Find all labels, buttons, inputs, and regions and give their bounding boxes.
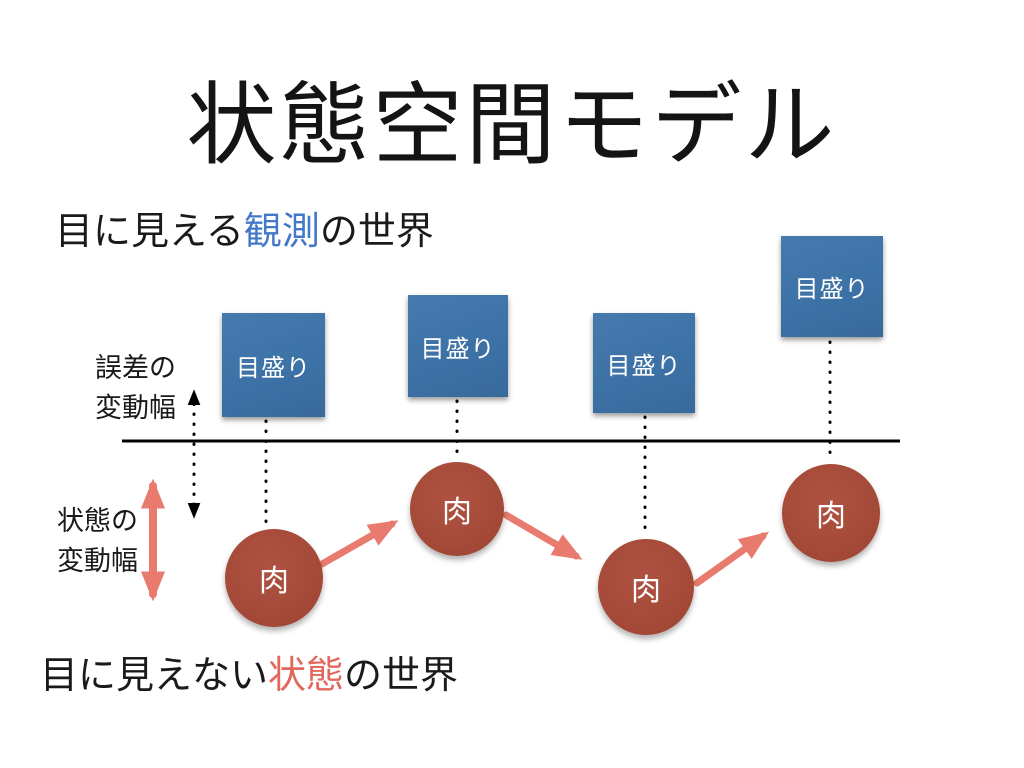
state-circle-1-label: 肉 — [259, 565, 289, 598]
state-range-label: 状態の 変動幅 — [57, 501, 138, 581]
observed-world-suffix: の世界 — [319, 211, 434, 253]
observation-box-3-label: 目盛り — [606, 352, 682, 380]
state-range-label-line2: 変動幅 — [57, 546, 138, 576]
observed-world-caption: 目に見える観測の世界 — [55, 200, 434, 255]
observed-world-prefix: 目に見える — [55, 211, 244, 253]
state-circle-4-label: 肉 — [816, 500, 846, 533]
state-circle-4: 肉 — [782, 464, 880, 562]
error-range-label: 誤差の 変動幅 — [95, 348, 176, 428]
state-circle-2: 肉 — [410, 462, 504, 556]
transition-arrow-3 — [693, 531, 770, 587]
page-title: 状態空間モデル — [186, 76, 838, 176]
state-range-label-line1: 状態の — [57, 506, 138, 536]
error-range-label-line1: 誤差の — [95, 353, 176, 383]
observation-box-1: 目盛り — [222, 313, 325, 417]
error-range-label-line2: 変動幅 — [95, 393, 176, 423]
state-circle-3-label: 肉 — [631, 574, 661, 607]
hidden-world-highlight: 状態 — [268, 655, 345, 697]
hidden-world-caption: 目に見えない状態の世界 — [40, 644, 458, 699]
state-circle-2-label: 肉 — [442, 496, 472, 529]
observation-box-4: 目盛り — [781, 236, 883, 337]
observation-box-2: 目盛り — [408, 295, 508, 397]
observation-box-4-label: 目盛り — [794, 276, 870, 303]
observed-world-highlight: 観測 — [243, 211, 320, 253]
transition-arrow-2 — [502, 511, 583, 560]
observation-box-3: 目盛り — [593, 313, 695, 413]
state-circle-1: 肉 — [225, 529, 323, 627]
hidden-world-suffix: の世界 — [344, 655, 459, 697]
observation-box-1-label: 目盛り — [236, 354, 311, 382]
state-circle-3: 肉 — [598, 539, 694, 635]
observation-box-2-label: 目盛り — [420, 335, 496, 363]
transition-arrow-1 — [318, 520, 399, 568]
hidden-world-prefix: 目に見えない — [40, 655, 269, 697]
